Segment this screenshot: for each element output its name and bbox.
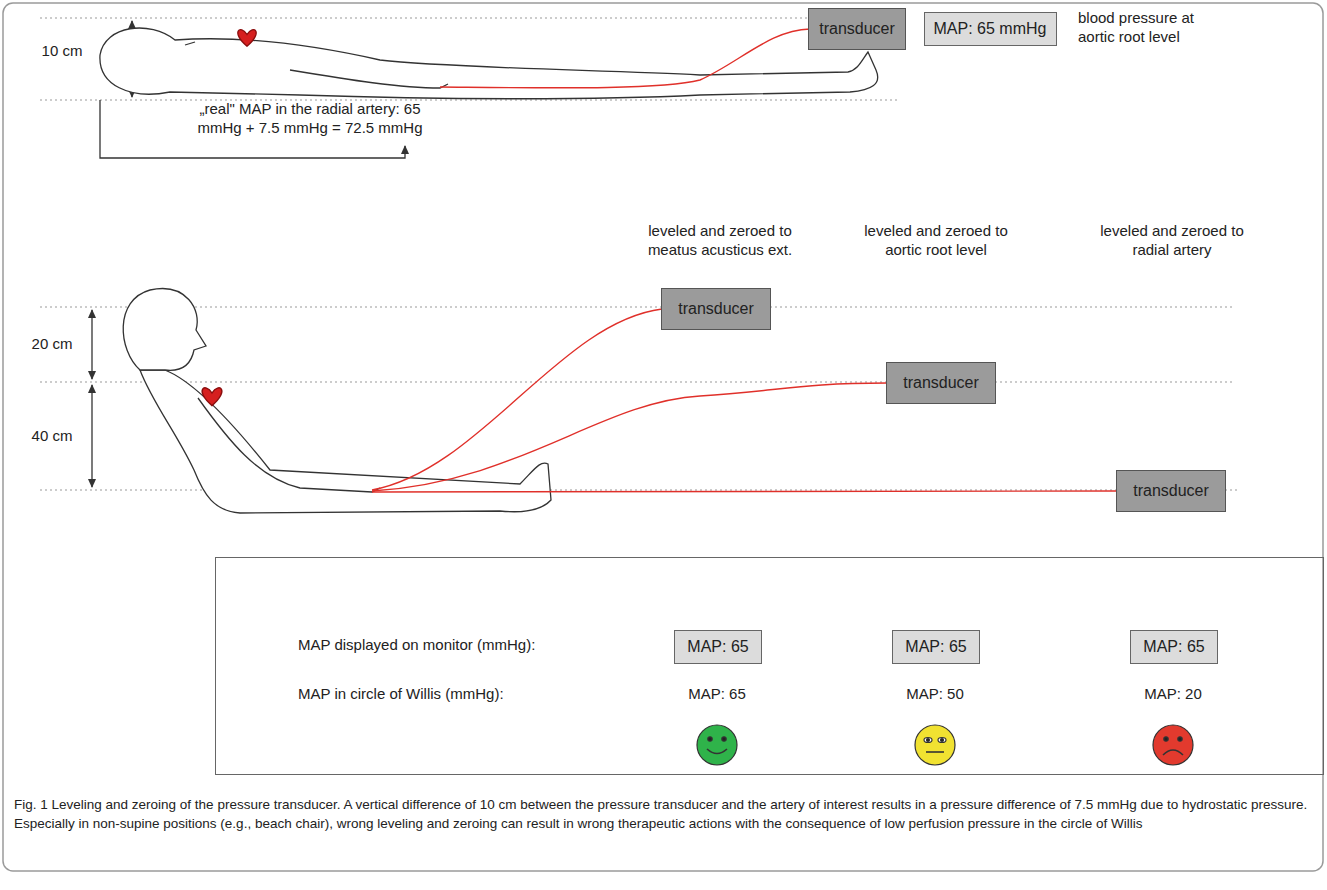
figure-caption: Fig. 1 Leveling and zeroing of the press… bbox=[14, 796, 1314, 834]
box-text: transducer bbox=[678, 300, 754, 318]
willis-value: MAP: 65 bbox=[667, 685, 767, 704]
transducer-box: transducer bbox=[808, 8, 906, 50]
column-heading: leveled and zeroed to radial artery bbox=[1083, 222, 1261, 260]
willis-value: MAP: 50 bbox=[885, 685, 985, 704]
row-label: MAP displayed on monitor (mmHg): bbox=[298, 636, 535, 653]
willis-value: MAP: 20 bbox=[1123, 685, 1223, 704]
box-text: MAP: 65 bbox=[905, 638, 966, 656]
monitor-display: MAP: 65 mmHg bbox=[924, 12, 1057, 46]
dimension-label: 40 cm bbox=[22, 427, 82, 446]
box-text: transducer bbox=[1133, 482, 1209, 500]
display-note: blood pressure at aortic root level bbox=[1078, 9, 1218, 47]
column-heading: leveled and zeroed to meatus acusticus e… bbox=[631, 222, 809, 260]
sitting-patient bbox=[123, 289, 551, 513]
transducer-box: transducer bbox=[1116, 470, 1226, 512]
box-text: transducer bbox=[819, 20, 895, 38]
box-text: MAP: 65 bbox=[1143, 638, 1204, 656]
supine-patient bbox=[100, 28, 878, 99]
row-label: MAP in circle of Willis (mmHg): bbox=[298, 685, 504, 702]
monitor-display: MAP: 65 bbox=[892, 630, 980, 664]
column-heading: leveled and zeroed to aortic root level bbox=[847, 222, 1025, 260]
pressure-line bbox=[372, 29, 1117, 492]
dimension-label: 20 cm bbox=[22, 335, 82, 354]
smiley-symbol bbox=[697, 725, 1193, 765]
transducer-box: transducer bbox=[661, 288, 771, 330]
result-panel: MAP displayed on monitor (mmHg): MAP in c… bbox=[215, 557, 1324, 775]
calculation-note: „real" MAP in the radial artery: 65 mmHg… bbox=[190, 100, 430, 138]
monitor-display: MAP: 65 bbox=[1130, 630, 1218, 664]
box-text: MAP: 65 mmHg bbox=[934, 20, 1047, 38]
dimension-label: 10 cm bbox=[27, 42, 97, 61]
transducer-box: transducer bbox=[886, 362, 996, 404]
box-text: MAP: 65 bbox=[687, 638, 748, 656]
box-text: transducer bbox=[903, 374, 979, 392]
monitor-display: MAP: 65 bbox=[674, 630, 762, 664]
heart-symbol bbox=[202, 30, 256, 406]
outer-frame bbox=[3, 3, 1323, 871]
